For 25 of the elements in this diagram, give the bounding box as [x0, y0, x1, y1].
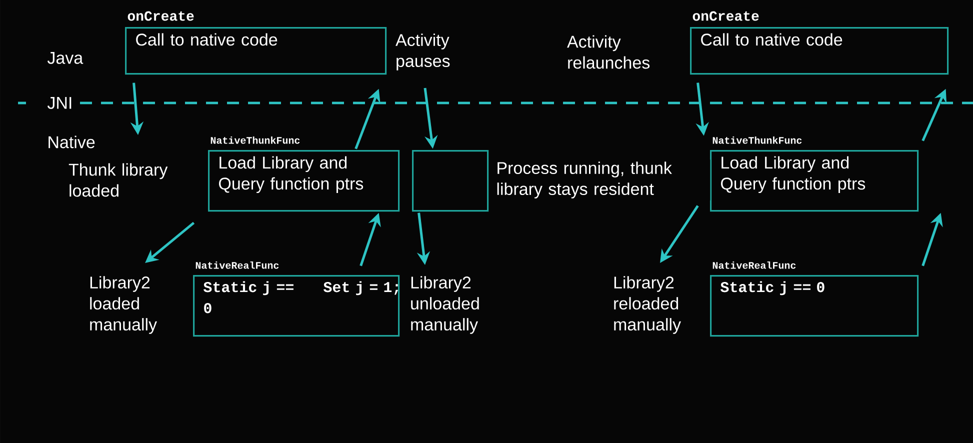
note-text: Process running, thunk library stays resident — [494, 160, 710, 200]
node-label: Static j == 0 — [203, 281, 294, 314]
layer-label: Native — [45, 134, 98, 150]
step-label: Library2 loaded manually — [90, 276, 157, 334]
function-name: onCreate — [128, 11, 194, 21]
function-name: onCreate — [692, 11, 759, 21]
step-label: Activity pauses — [396, 34, 450, 70]
process-box — [412, 150, 489, 212]
function-name: NativeRealFunc — [196, 261, 279, 269]
step-label: Library2 unloaded manually — [411, 276, 479, 334]
function-name: NativeRealFunc — [712, 261, 796, 269]
process-box: Call to native code — [690, 27, 949, 75]
process-box: Load Library and Query function ptrs — [208, 150, 400, 212]
process-box: Call to native code — [125, 27, 387, 75]
process-box: Static j == 0 — [710, 275, 919, 337]
step-label: Activity relaunches — [567, 35, 650, 69]
process-box: Static j == 0 Set j = 1; — [193, 275, 400, 337]
process-box: Load Library and Query function ptrs — [710, 150, 919, 212]
node-label: Set j = 1; — [323, 281, 398, 296]
function-name: NativeThunkFunc — [210, 136, 300, 144]
layer-label: Java — [45, 50, 86, 66]
step-label: Library2 reloaded manually — [614, 276, 681, 334]
step-label: Thunk library loaded — [68, 163, 168, 197]
function-name: NativeThunkFunc — [712, 136, 802, 144]
layer-label: JNI — [45, 95, 75, 111]
